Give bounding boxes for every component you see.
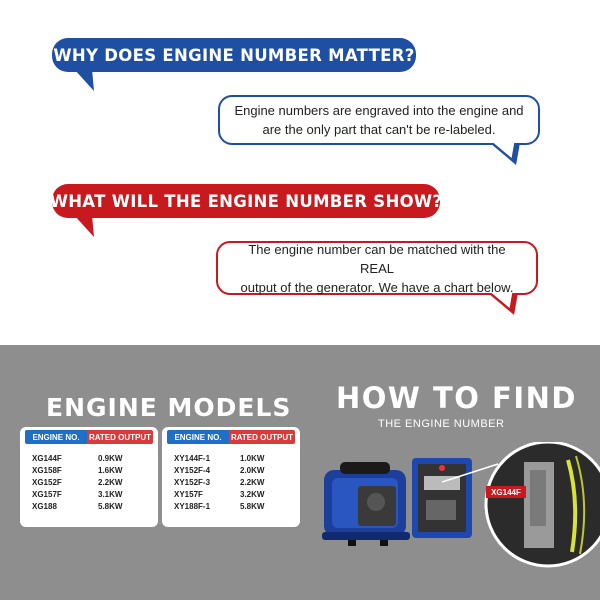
engine-number: XY188F-1 [174,501,211,511]
table-header: ENGINE NO. RATED OUTPUT [25,430,153,444]
what-text-line2: output of the generator. We have a chart… [240,279,514,295]
engine-label-badge [486,486,526,498]
why-text-line1: Engine numbers are engraved into the eng… [234,103,524,118]
what-text-line1: The engine number can be matched with th… [248,241,506,276]
why-text-bubble: Engine numbers are engraved into the eng… [218,95,540,145]
zoom-circle [484,442,600,568]
engine-number: XG188 [32,501,57,511]
rated-output: 3.2KW [240,489,265,499]
table-row: XG144F 0.9KW [32,452,158,464]
engine-label-text: XG144F [491,488,521,497]
rated-output: 2.0KW [240,465,265,475]
table-row: XY152F-4 2.0KW [174,464,300,476]
what-title-tail [73,215,101,237]
table-row: XG152F 2.2KW [32,476,158,488]
generator-image [322,462,410,546]
how-to-find-subtitle: THE ENGINE NUMBER [378,418,505,430]
engine-number: XG144F [32,453,62,463]
rated-output: 2.2KW [98,477,123,487]
table-row: XG158F 1.6KW [32,464,158,476]
header-rated-output: RATED OUTPUT [229,430,295,444]
why-text-tail-inner [489,142,515,158]
table-row: XG157F 3.1KW [32,488,158,500]
engine-number: XY157F [174,489,203,499]
zoom-line [441,463,499,483]
table-row: XY152F-3 2.2KW [174,476,300,488]
what-title: WHAT WILL THE ENGINE NUMBER SHOW? [49,191,443,211]
rated-output: 1.0KW [240,453,265,463]
how-to-find-title: HOW TO FIND [336,381,577,415]
engine-number: XY152F-3 [174,477,211,487]
why-title-bubble: WHY DOES ENGINE NUMBER MATTER? [52,38,416,91]
what-text-bubble: The engine number can be matched with th… [216,241,538,295]
table-header: ENGINE NO. RATED OUTPUT [167,430,295,444]
engine-number: XY152F-4 [174,465,211,475]
rated-output: 2.2KW [240,477,265,487]
generator-illustration: XG144F [322,442,600,568]
engine-number: XG152F [32,477,62,487]
rated-output: 1.6KW [98,465,123,475]
why-text-line2: are the only part that can't be re-label… [262,122,496,137]
table-row: XG188 5.8KW [32,500,158,512]
rated-output: 5.8KW [98,501,123,511]
table-row: XY188F-1 5.8KW [174,500,300,512]
engine-number: XG158F [32,465,62,475]
rated-output: 0.9KW [98,453,123,463]
table-row: XY144F-1 1.0KW [174,452,300,464]
table-rows: XG144F 0.9KW XG158F 1.6KW XG152F 2.2KW XG157F 3… [32,452,158,512]
engine-number: XG157F [32,489,62,499]
header-engine-no: ENGINE NO. [25,430,87,444]
engine-models-title: ENGINE MODELS [46,393,292,422]
why-title: WHY DOES ENGINE NUMBER MATTER? [53,45,415,65]
why-title-tail [73,69,101,91]
header-rated-output: RATED OUTPUT [87,430,153,444]
engine-number: XY144F-1 [174,453,211,463]
what-title-bubble: WHAT WILL THE ENGINE NUMBER SHOW? [49,184,443,237]
rated-output: 5.8KW [240,501,265,511]
what-text-tail-inner [487,292,513,308]
header-engine-no: ENGINE NO. [167,430,229,444]
table-row: XY157F 3.2KW [174,488,300,500]
rated-output: 3.1KW [98,489,123,499]
engine-detail-image [412,458,472,538]
